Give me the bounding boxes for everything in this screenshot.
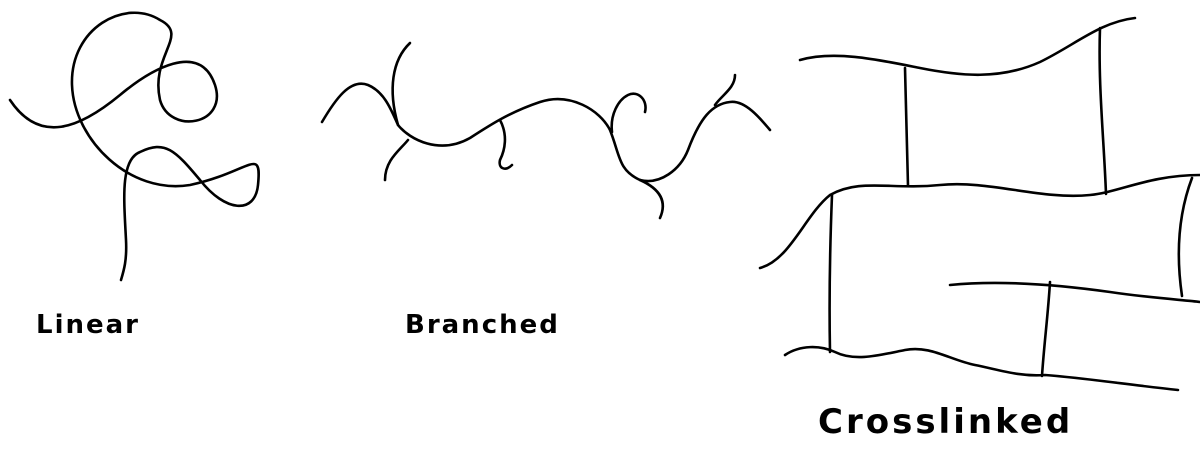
label-branched: Branched bbox=[405, 310, 560, 340]
branched-polymer bbox=[320, 41, 772, 220]
crosslinked-chain-top bbox=[798, 16, 1137, 77]
linear-polymer-chain bbox=[8, 11, 260, 282]
branch-1 bbox=[391, 41, 412, 127]
crosslinked-chain-lower-right bbox=[948, 281, 1200, 304]
crosslinked-polymer bbox=[758, 16, 1200, 392]
crosslink-1 bbox=[903, 66, 910, 188]
branch-3 bbox=[498, 118, 514, 170]
label-crosslinked: Crosslinked bbox=[818, 402, 1074, 442]
branch-6 bbox=[713, 73, 737, 107]
crosslinked-chain-bottom bbox=[783, 345, 1180, 392]
branched-backbone bbox=[320, 82, 772, 183]
linear-chain-main bbox=[8, 11, 260, 282]
crosslinked-chain-middle bbox=[758, 173, 1200, 270]
crosslink-5 bbox=[1177, 176, 1194, 298]
crosslink-2 bbox=[1098, 26, 1108, 196]
branch-5 bbox=[638, 178, 665, 220]
crosslink-4 bbox=[1040, 280, 1052, 378]
branch-2 bbox=[383, 138, 410, 182]
label-linear: Linear bbox=[36, 310, 140, 340]
crosslink-3 bbox=[828, 193, 834, 354]
branch-4 bbox=[610, 92, 647, 134]
